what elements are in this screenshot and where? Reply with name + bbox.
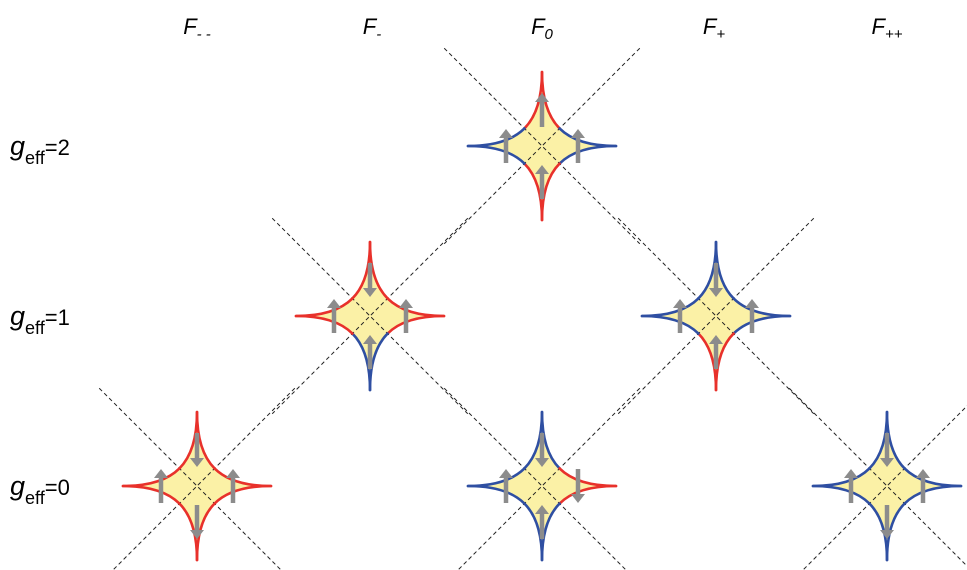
arrow-head	[327, 299, 341, 308]
tile-fill	[296, 242, 444, 390]
arrow-head	[499, 469, 513, 478]
row-label-g-eff-1: geff=1	[10, 301, 70, 338]
spin-up-arrow-icon	[363, 335, 377, 369]
spin-up-arrow-icon	[916, 469, 930, 503]
spin-down-arrow-icon	[880, 505, 894, 539]
spin-down-arrow-icon	[363, 263, 377, 297]
spin-up-arrow-icon	[673, 299, 687, 333]
arrow-head	[916, 469, 930, 478]
column-label-f-zero: F0	[531, 14, 553, 43]
arrow-head	[535, 458, 549, 467]
spin-up-arrow-icon	[571, 129, 585, 163]
tile-edge-n	[714, 240, 735, 300]
arrow-head	[363, 335, 377, 344]
arrow-head	[571, 129, 585, 138]
tile-edge-s	[178, 502, 199, 562]
tile-edge-w	[640, 297, 700, 318]
spin-up-arrow-icon	[844, 469, 858, 503]
spin-up-arrow-icon	[535, 93, 549, 127]
tile-edge-e	[386, 314, 446, 335]
spin-up-arrow-icon	[399, 299, 413, 333]
tile-edge-s	[697, 332, 718, 392]
tile-edge-n	[885, 410, 906, 470]
arrow-head	[673, 299, 687, 308]
column-label-f-minus: F-	[363, 14, 381, 43]
arrow-head	[226, 469, 240, 478]
tile-0	[443, 47, 641, 245]
spin-down-arrow-icon	[880, 433, 894, 467]
tile-edge-w	[121, 467, 181, 488]
tile-edge-w	[811, 467, 871, 488]
spin-up-arrow-icon	[709, 335, 723, 369]
tile-fill	[123, 412, 271, 560]
tile-fill	[813, 412, 961, 560]
tile-edge-w	[466, 127, 526, 148]
arrow-head	[399, 299, 413, 308]
arrow-head	[745, 299, 759, 308]
row-label-g-eff-2: geff=2	[10, 131, 70, 168]
tile-edge-e	[558, 484, 618, 505]
tile-fill	[468, 72, 616, 220]
tile-edge-s	[351, 332, 372, 392]
spin-up-arrow-icon	[535, 165, 549, 199]
arrow-head	[535, 505, 549, 514]
tile-5	[788, 387, 967, 570]
arrow-head	[154, 469, 168, 478]
tile-edge-s	[523, 162, 544, 222]
tile-edge-n	[540, 70, 561, 130]
tile-edge-w	[294, 297, 354, 318]
tile-fill	[468, 412, 616, 560]
arrow-head	[571, 494, 585, 503]
arrow-head	[499, 129, 513, 138]
tile-edge-n	[195, 410, 216, 470]
tile-edge-e	[213, 484, 273, 505]
tile-fill	[642, 242, 790, 390]
spin-down-arrow-icon	[190, 505, 204, 539]
tile-edge-e	[558, 144, 618, 165]
tile-2	[617, 217, 815, 415]
tile-edge-s	[523, 502, 544, 562]
column-label-f-plus-plus: F++	[872, 14, 903, 43]
arrow-head	[709, 335, 723, 344]
tile-edge-w	[466, 467, 526, 488]
tile-edge-e	[903, 484, 963, 505]
tile-1	[271, 217, 469, 415]
arrow-head	[190, 530, 204, 539]
arrow-head	[880, 530, 894, 539]
arrow-head	[844, 469, 858, 478]
spin-up-arrow-icon	[327, 299, 341, 333]
tile-3	[98, 387, 296, 570]
column-label-f-plus: F+	[703, 14, 725, 43]
spin-up-arrow-icon	[499, 129, 513, 163]
spin-down-arrow-icon	[535, 433, 549, 467]
arrow-head	[709, 288, 723, 297]
row-label-g-eff-0: geff=0	[10, 471, 70, 508]
arrow-head	[363, 288, 377, 297]
arrow-head	[535, 165, 549, 174]
spin-up-arrow-icon	[226, 469, 240, 503]
tile-edge-n	[540, 410, 561, 470]
tile-edge-s	[868, 502, 889, 562]
spin-up-arrow-icon	[154, 469, 168, 503]
tile-4	[443, 387, 641, 570]
column-label-f-minus-minus: F- -	[183, 14, 211, 43]
arrow-head	[535, 93, 549, 102]
tile-edge-n	[368, 240, 389, 300]
arrow-head	[190, 458, 204, 467]
spin-up-arrow-icon	[745, 299, 759, 333]
arrow-head	[880, 458, 894, 467]
tile-edge-e	[732, 314, 792, 335]
spin-down-arrow-icon	[190, 433, 204, 467]
spin-up-arrow-icon	[535, 505, 549, 539]
spin-down-arrow-icon	[709, 263, 723, 297]
spin-down-arrow-icon	[571, 469, 585, 503]
spin-up-arrow-icon	[499, 469, 513, 503]
